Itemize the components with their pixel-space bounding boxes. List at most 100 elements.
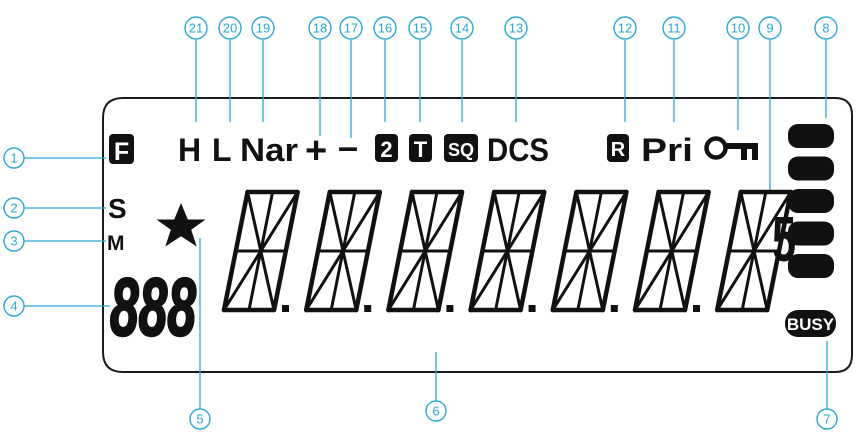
callout-number-11: 11 [667, 21, 681, 36]
s-meter-bar-1 [788, 124, 834, 148]
segment [551, 249, 592, 312]
decimal-point [528, 305, 536, 312]
r-indicator-badge [607, 134, 629, 162]
callout-number-2: 2 [10, 201, 17, 216]
callout-circle-2 [3, 197, 25, 219]
main-char-3 [386, 189, 465, 313]
segment [492, 190, 509, 253]
callout-number-9: 9 [766, 21, 773, 36]
segment [752, 190, 793, 253]
main-char-6 [632, 189, 711, 313]
callout-number-14: 14 [455, 21, 469, 36]
main-char-7 [714, 189, 794, 313]
segment [246, 190, 263, 253]
sq-indicator-badge [444, 134, 478, 162]
dcs-indicator: DCS [487, 132, 549, 168]
two-indicator-label: 2 [380, 137, 392, 162]
segment [259, 190, 300, 253]
segment [469, 249, 509, 312]
segment [341, 190, 382, 253]
plus-indicator: + [305, 130, 327, 172]
nar-indicator: Nar [240, 132, 298, 168]
decimal-point [693, 305, 700, 312]
main-display [221, 189, 794, 313]
segment [715, 249, 756, 312]
segment [657, 190, 674, 253]
s-meter-bar-2 [788, 156, 834, 181]
callout-number-19: 19 [256, 21, 270, 36]
callout-number-18: 18 [313, 21, 327, 36]
decimal-point [610, 305, 618, 312]
callout-circle-8 [814, 16, 838, 40]
t-indicator-label: T [414, 137, 428, 162]
s-meter-bars [788, 124, 834, 278]
callout-circle-3 [3, 230, 25, 252]
segment [670, 249, 687, 312]
callout-number-15: 15 [413, 21, 427, 36]
callout-number-21: 21 [189, 21, 203, 36]
main-char-5 [550, 189, 629, 313]
callout-number-16: 16 [378, 21, 392, 36]
decimal-point [364, 305, 372, 312]
decimal-point [282, 305, 289, 312]
callout-number-1: 1 [10, 151, 17, 166]
callout-circle-15 [408, 16, 432, 40]
callout-circle-7 [816, 408, 838, 430]
callout-circle-14 [450, 16, 474, 40]
segment [341, 249, 358, 312]
segment [739, 190, 756, 253]
s-meter-bar-3 [788, 189, 834, 213]
pri-indicator: Pri [641, 132, 693, 168]
segment [505, 249, 523, 312]
callout-circle-20 [218, 16, 242, 40]
t-indicator-badge [409, 134, 432, 162]
star-icon [156, 203, 206, 247]
segment [304, 249, 345, 312]
segment [670, 190, 711, 253]
s-meter-bar-4 [788, 221, 834, 246]
two-indicator-badge [375, 134, 398, 162]
callout-circle-4 [3, 295, 25, 317]
leader-lines [23, 40, 828, 409]
callout-number-12: 12 [618, 21, 632, 36]
f-indicator-badge [109, 134, 134, 164]
callout-circle-6 [425, 400, 447, 422]
callout-circle-17 [339, 16, 363, 40]
minus-indicator: – [338, 126, 358, 167]
callout-number-13: 13 [509, 21, 523, 36]
segment [328, 190, 345, 253]
segment [410, 190, 427, 253]
main-char-4 [468, 189, 547, 313]
callout-circle-18 [308, 16, 332, 40]
segment [423, 190, 464, 253]
callout-circle-13 [504, 16, 528, 40]
callout-number-8: 8 [822, 21, 829, 36]
callout-number-6: 6 [432, 404, 439, 419]
callout-number-10: 10 [731, 21, 745, 36]
callout-circle-5 [189, 408, 211, 430]
callout-number-4: 4 [10, 299, 17, 314]
callout-circle-10 [726, 16, 750, 40]
callout-circle-1 [3, 147, 25, 169]
channel-number: 888 [110, 262, 196, 353]
segment [588, 190, 628, 253]
segment [588, 249, 605, 312]
segment [222, 249, 263, 312]
key-icon [704, 136, 758, 160]
lcd-panel-outline [102, 97, 853, 373]
segment [259, 249, 276, 312]
segment [505, 190, 546, 253]
callout-number-7: 7 [823, 412, 830, 427]
busy-badge [785, 310, 836, 337]
segment [752, 249, 769, 312]
callout-circle-19 [251, 16, 275, 40]
m-indicator: M [107, 232, 125, 255]
f-indicator-label: F [114, 138, 129, 166]
r-indicator-label: R [611, 139, 626, 161]
callout-circle-21 [184, 16, 208, 40]
s-indicator: S [108, 193, 127, 224]
segment [574, 190, 592, 253]
callout-number-20: 20 [223, 21, 237, 36]
callout-circle-11 [662, 16, 686, 40]
decimal-point [446, 305, 454, 312]
